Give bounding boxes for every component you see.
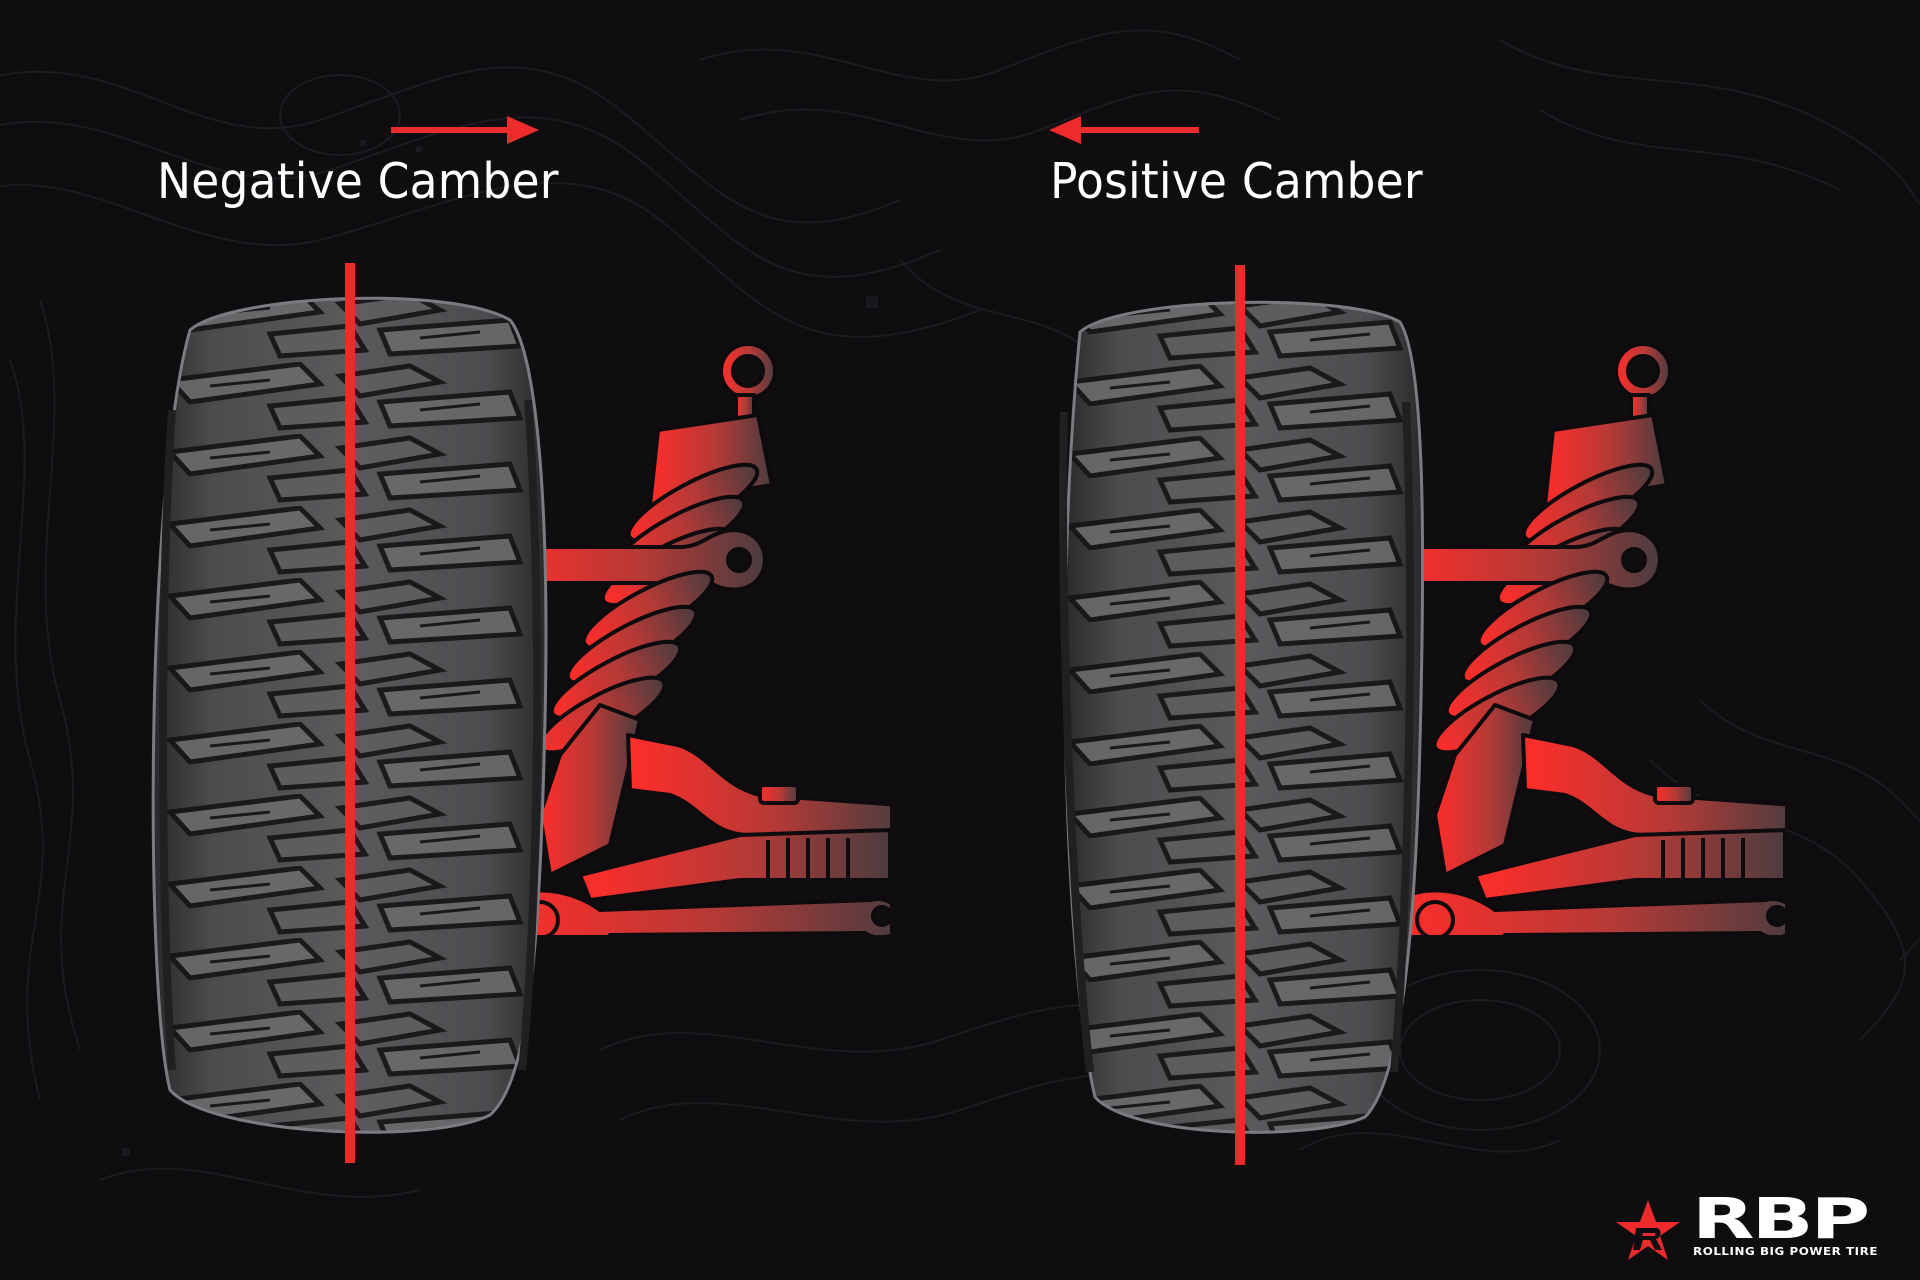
logo-tagline: ROLLING BIG POWER TIRE bbox=[1693, 1245, 1878, 1258]
left-arrow-icon bbox=[1049, 116, 1199, 144]
negative-camber-vertical-reference-line bbox=[345, 263, 355, 1163]
positive-camber-vertical-reference-line bbox=[1235, 265, 1245, 1165]
rbp-logo: RBP ROLLING BIG POWER TIRE bbox=[1612, 1192, 1912, 1266]
negative-camber-title: Negative Camber bbox=[157, 153, 559, 210]
star-r-icon bbox=[1616, 1200, 1680, 1260]
positive-camber-suspension bbox=[1405, 342, 1785, 935]
positive-camber-title: Positive Camber bbox=[1050, 153, 1423, 210]
right-arrow-icon bbox=[391, 116, 539, 144]
logo-wordmark: RBP bbox=[1692, 1187, 1870, 1252]
negative-camber-suspension bbox=[510, 342, 890, 935]
